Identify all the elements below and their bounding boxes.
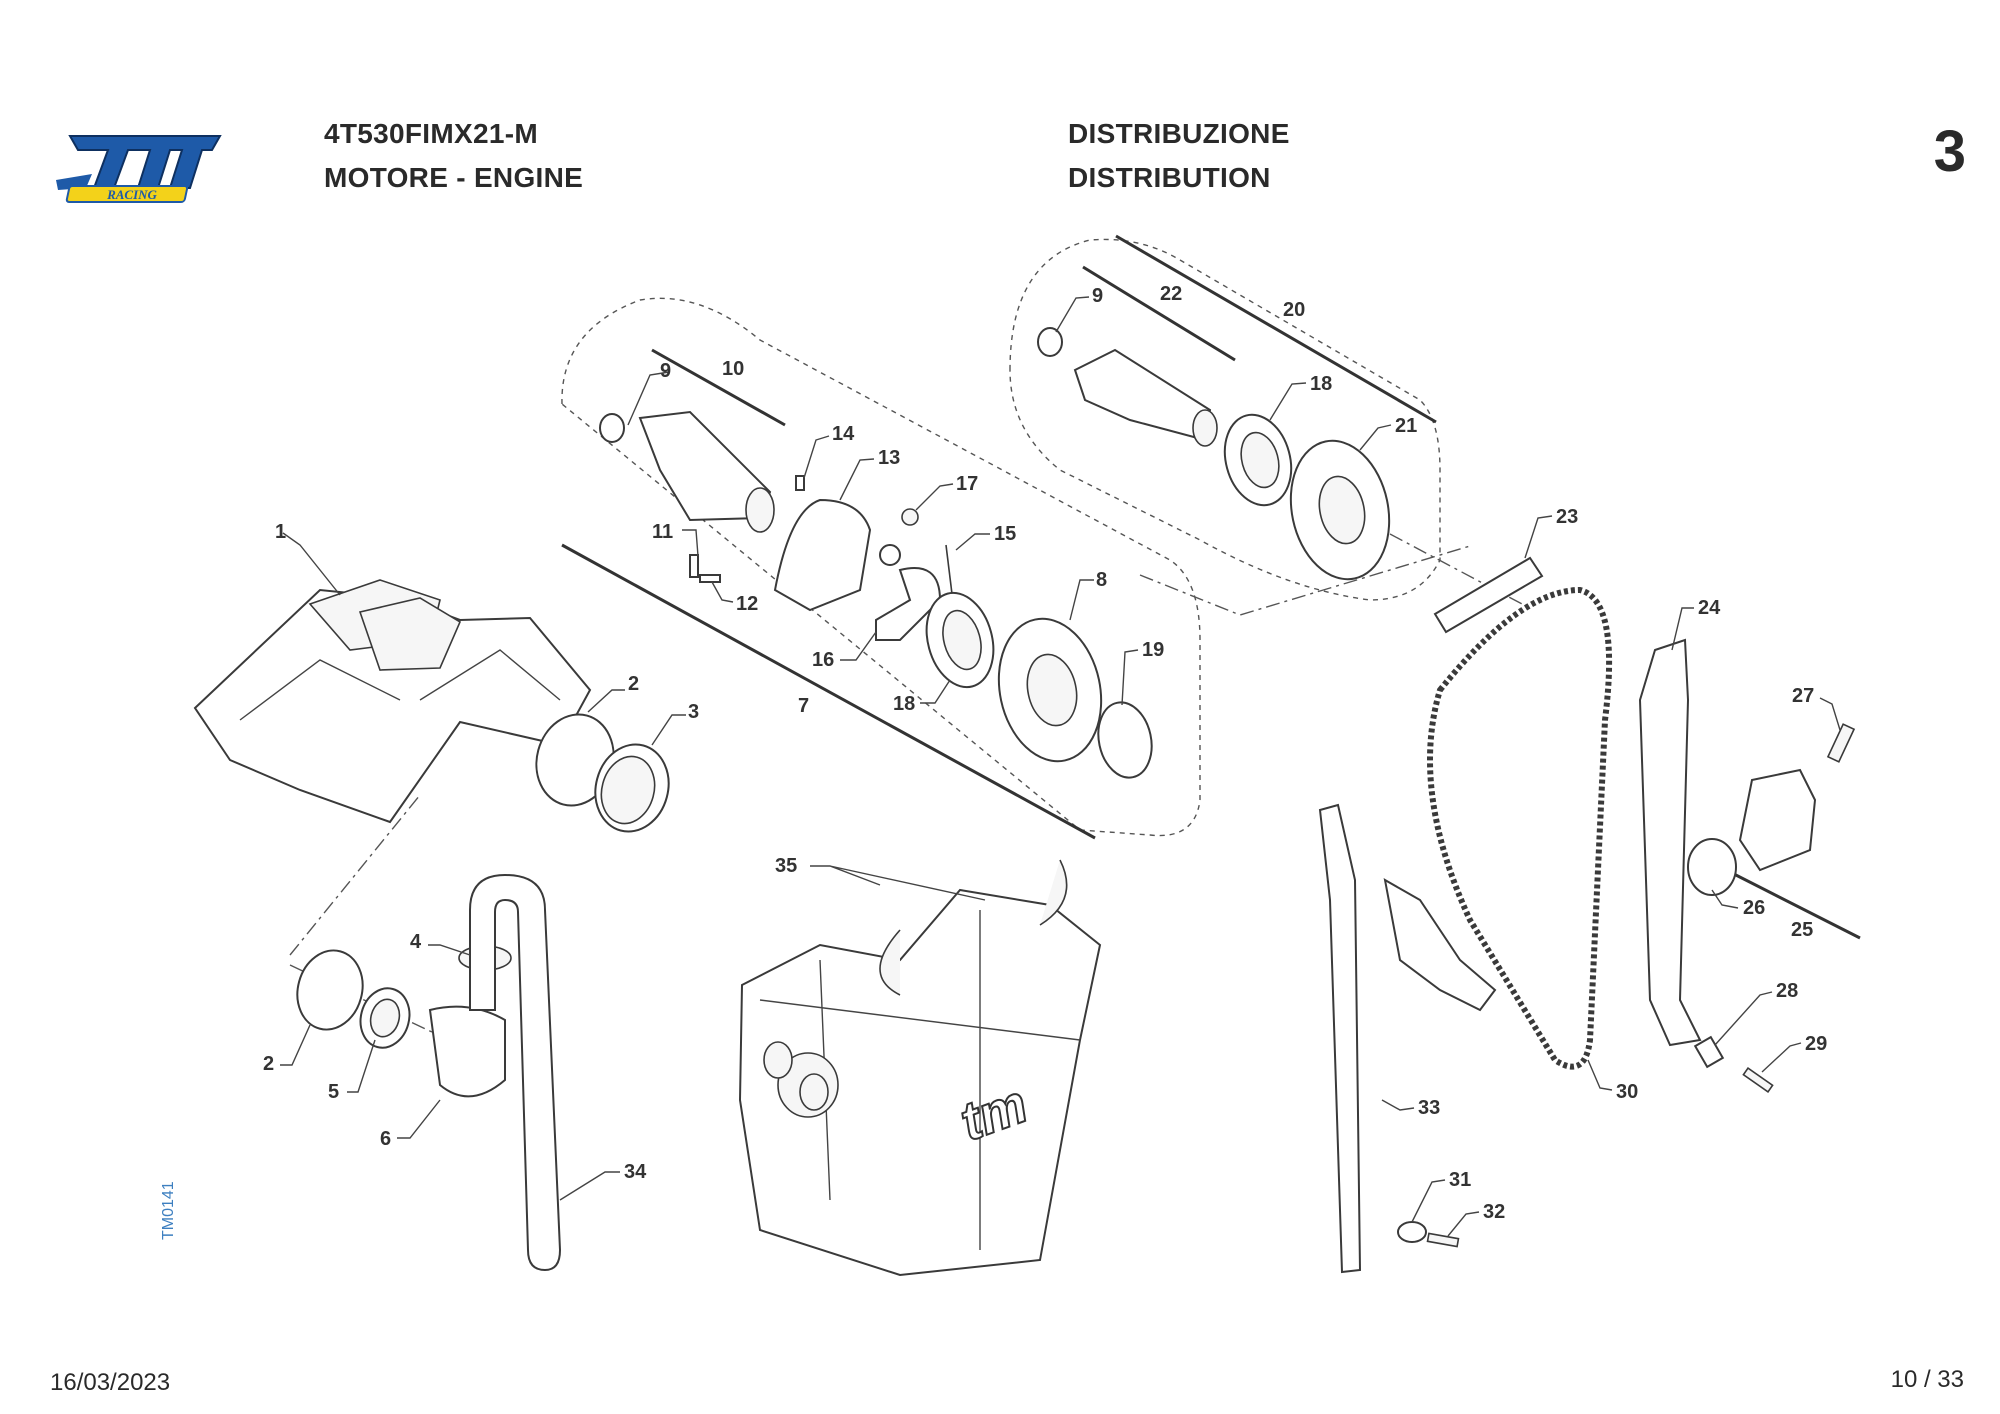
washer-31 (1397, 1221, 1427, 1243)
small-gear-19 (1097, 701, 1153, 779)
timing-chain-30 (1427, 586, 1613, 1070)
callout-23: 23 (1556, 506, 1578, 528)
tm-racing-logo: RACING (56, 135, 222, 203)
callout-29: 29 (1805, 1033, 1827, 1055)
crank-sprocket (1383, 878, 1497, 1012)
callout-7: 7 (798, 695, 809, 717)
callout-31: 31 (1449, 1169, 1471, 1191)
chain-guide-pad-23 (1433, 556, 1544, 634)
o-ring-2b (296, 949, 364, 1031)
chain-guide-33 (1318, 803, 1362, 1274)
drive-axis-line (1139, 545, 1471, 616)
circlip-35b (879, 929, 901, 996)
decompressor-plate-13 (773, 498, 872, 612)
cylinder-head: tm (738, 888, 1102, 1277)
section-title-it: DISTRIBUZIONE (1068, 118, 1290, 149)
pin-12 (699, 574, 721, 583)
gasket-26 (1687, 838, 1737, 896)
dowel-14 (795, 475, 805, 491)
chain-tensioner-25 (1738, 768, 1817, 872)
screw-32 (1426, 1232, 1460, 1248)
callout-28: 28 (1776, 980, 1798, 1002)
callout-12: 12 (736, 593, 758, 615)
callout-22: 22 (1160, 283, 1182, 305)
callout-33: 33 (1418, 1097, 1440, 1119)
table-number: 3 (1933, 119, 1966, 184)
footer-date: 16/03/2023 (50, 1369, 171, 1396)
callout-4: 4 (410, 931, 422, 953)
bracket-22 (1082, 265, 1236, 362)
callout-16: 16 (812, 649, 834, 671)
callout-20: 20 (1283, 299, 1305, 321)
bracket-25 (1725, 868, 1861, 940)
callout-10: 10 (722, 358, 744, 380)
camshaft-assembly-outline (561, 297, 1201, 837)
callout-32: 32 (1483, 1201, 1505, 1223)
cylinder-head-cover (193, 579, 592, 824)
callout-6: 6 (380, 1128, 391, 1150)
circlip-35a (1039, 859, 1068, 926)
breather-hose-34 (469, 873, 562, 1272)
callout-3: 3 (688, 701, 699, 723)
callout-26: 26 (1743, 897, 1765, 919)
exhaust-camshaft (1037, 327, 1218, 447)
tensioner-slider-24 (1638, 638, 1702, 1047)
callout-9b: 9 (1092, 285, 1103, 307)
logo-sub-text: RACING (106, 187, 157, 202)
bracket-10 (651, 348, 786, 427)
callout-17: 17 (956, 473, 978, 495)
callout-25: 25 (1791, 919, 1813, 941)
callout-30: 30 (1616, 1081, 1638, 1103)
callout-19: 19 (1142, 639, 1164, 661)
screw-27 (1826, 723, 1856, 763)
section-title-en: DISTRIBUTION (1068, 162, 1271, 193)
bracket-7 (561, 543, 1096, 840)
model-code: 4T530FIMX21-M (324, 118, 538, 149)
callout-2: 2 (628, 673, 639, 695)
callout-5: 5 (328, 1081, 339, 1103)
intake-camshaft (599, 410, 775, 533)
bracket-20 (1115, 234, 1437, 424)
callout-18: 18 (893, 693, 915, 715)
callout-13: 13 (878, 447, 900, 469)
callout-9: 9 (660, 360, 671, 382)
callout-18b: 18 (1310, 373, 1332, 395)
breather-fitting-6 (428, 1005, 506, 1098)
screw-17 (901, 508, 919, 526)
callout-21: 21 (1395, 415, 1417, 437)
callout-35: 35 (775, 855, 797, 877)
screw-29 (1742, 1067, 1774, 1093)
callout-15: 15 (994, 523, 1016, 545)
pin-11 (689, 554, 699, 578)
group-title: MOTORE - ENGINE (324, 162, 584, 193)
callout-34: 34 (624, 1161, 647, 1183)
bush-28 (1693, 1035, 1725, 1069)
callout-11: 11 (652, 521, 673, 543)
cover-axis-line (289, 794, 421, 956)
callout-1: 1 (275, 521, 286, 543)
callout-8: 8 (1096, 569, 1107, 591)
callout-2b: 2 (263, 1053, 274, 1075)
callout-27: 27 (1792, 685, 1814, 707)
callout-24: 24 (1698, 597, 1721, 619)
footer-page-number: 10 / 33 (1890, 1366, 1964, 1393)
callout-14: 14 (832, 423, 855, 445)
spring-15 (945, 544, 953, 595)
decomp-lever-16 (875, 567, 942, 641)
